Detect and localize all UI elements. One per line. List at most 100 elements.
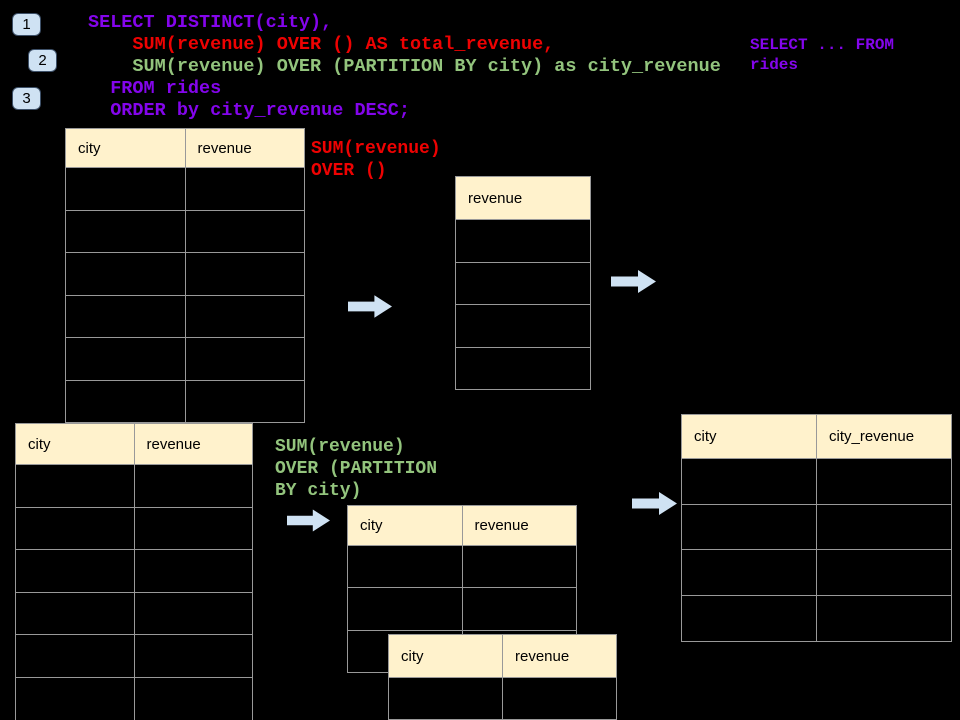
empty-cell: [461, 587, 577, 631]
empty-cell: [816, 549, 952, 597]
empty-cell: [133, 464, 253, 508]
table-header-row: city revenue: [347, 505, 577, 546]
text-line: OVER (): [311, 161, 387, 181]
text-line: SUM(revenue) OVER (PARTITION BY city) as…: [88, 56, 721, 77]
table-row: [15, 506, 253, 551]
table-row: [388, 677, 617, 720]
table-body: [65, 167, 305, 423]
text-line: OVER (PARTITION: [275, 459, 438, 479]
empty-cell: [502, 677, 617, 720]
table-row: [65, 379, 305, 423]
empty-cell: [133, 634, 253, 678]
table-total-revenue-result: revenue: [455, 176, 591, 390]
sql-code: SELECT DISTINCT(city), SUM(revenue) OVER…: [88, 12, 721, 122]
table-row: [681, 458, 952, 505]
empty-cell: [15, 464, 135, 508]
column-header-revenue: revenue: [455, 176, 591, 220]
step-badge-2: 2: [28, 49, 57, 72]
empty-cell: [461, 544, 577, 589]
empty-cell: [816, 458, 952, 505]
arrow-right-icon-3: [287, 509, 330, 532]
table-row: [15, 676, 253, 720]
empty-cell: [347, 587, 463, 631]
table-row: [455, 346, 591, 390]
table-row: [455, 219, 591, 263]
table-row: [15, 464, 253, 508]
empty-cell: [184, 379, 305, 423]
empty-cell: [65, 252, 186, 296]
empty-cell: [65, 167, 186, 211]
column-header-revenue: revenue: [133, 423, 253, 465]
table-row: [65, 337, 305, 381]
annotation-total-revenue: SUM(revenue)OVER (): [311, 138, 441, 182]
table-row: [347, 544, 577, 589]
table-row: [65, 252, 305, 296]
empty-cell: [681, 595, 817, 642]
table-body: [681, 458, 952, 642]
text-line: SUM(revenue): [275, 437, 405, 457]
arrow-right-icon-1: [348, 295, 392, 318]
empty-cell: [15, 549, 135, 593]
column-header-city: city: [15, 423, 135, 465]
table-row: [65, 167, 305, 211]
text-line: FROM rides: [88, 78, 222, 99]
text-line: SUM(revenue): [311, 139, 441, 159]
table-header-row: revenue: [455, 176, 591, 220]
empty-cell: [455, 261, 591, 305]
empty-cell: [65, 379, 186, 423]
table-row: [15, 549, 253, 593]
empty-cell: [133, 676, 253, 720]
empty-cell: [681, 503, 817, 551]
table-row: [681, 503, 952, 551]
arrow-right-icon-2: [611, 270, 656, 293]
empty-cell: [133, 506, 253, 551]
empty-cell: [184, 209, 305, 253]
empty-cell: [681, 458, 817, 505]
empty-cell: [455, 219, 591, 263]
empty-cell: [816, 595, 952, 642]
empty-cell: [133, 591, 253, 636]
text-line: BY city): [275, 481, 362, 501]
empty-cell: [65, 337, 186, 381]
column-header-city: city: [681, 414, 817, 459]
empty-cell: [347, 544, 463, 589]
empty-cell: [681, 549, 817, 597]
table-body: [388, 677, 617, 720]
empty-cell: [15, 676, 135, 720]
table-rides-top: city revenue: [65, 128, 305, 423]
table-row: [65, 294, 305, 338]
empty-cell: [184, 337, 305, 381]
table-row: [65, 209, 305, 253]
empty-cell: [184, 167, 305, 211]
empty-cell: [184, 294, 305, 338]
table-row: [15, 634, 253, 678]
empty-cell: [15, 634, 135, 678]
arrow-right-icon-4: [632, 492, 677, 515]
text-line: SELECT DISTINCT(city),: [88, 12, 333, 33]
step-badge-1: 1: [12, 13, 41, 36]
column-header-city: city: [388, 634, 503, 678]
table-body: [15, 464, 253, 720]
table-header-row: city revenue: [65, 128, 305, 168]
table-header-row: city revenue: [15, 423, 253, 465]
empty-cell: [133, 549, 253, 593]
empty-cell: [65, 294, 186, 338]
table-row: [681, 595, 952, 642]
column-header-revenue: revenue: [502, 634, 617, 678]
column-header-city-revenue: city_revenue: [816, 414, 952, 459]
column-header-revenue: revenue: [184, 128, 305, 168]
table-row: [15, 591, 253, 636]
table-city-revenue-result: city city_revenue: [681, 414, 952, 642]
table-row: [455, 304, 591, 348]
empty-cell: [455, 304, 591, 348]
empty-cell: [15, 591, 135, 636]
column-header-city: city: [65, 128, 186, 168]
table-header-row: city revenue: [388, 634, 617, 678]
table-row: [455, 261, 591, 305]
step-badge-3: 3: [12, 87, 41, 110]
table-row: [681, 549, 952, 597]
table-header-row: city city_revenue: [681, 414, 952, 459]
